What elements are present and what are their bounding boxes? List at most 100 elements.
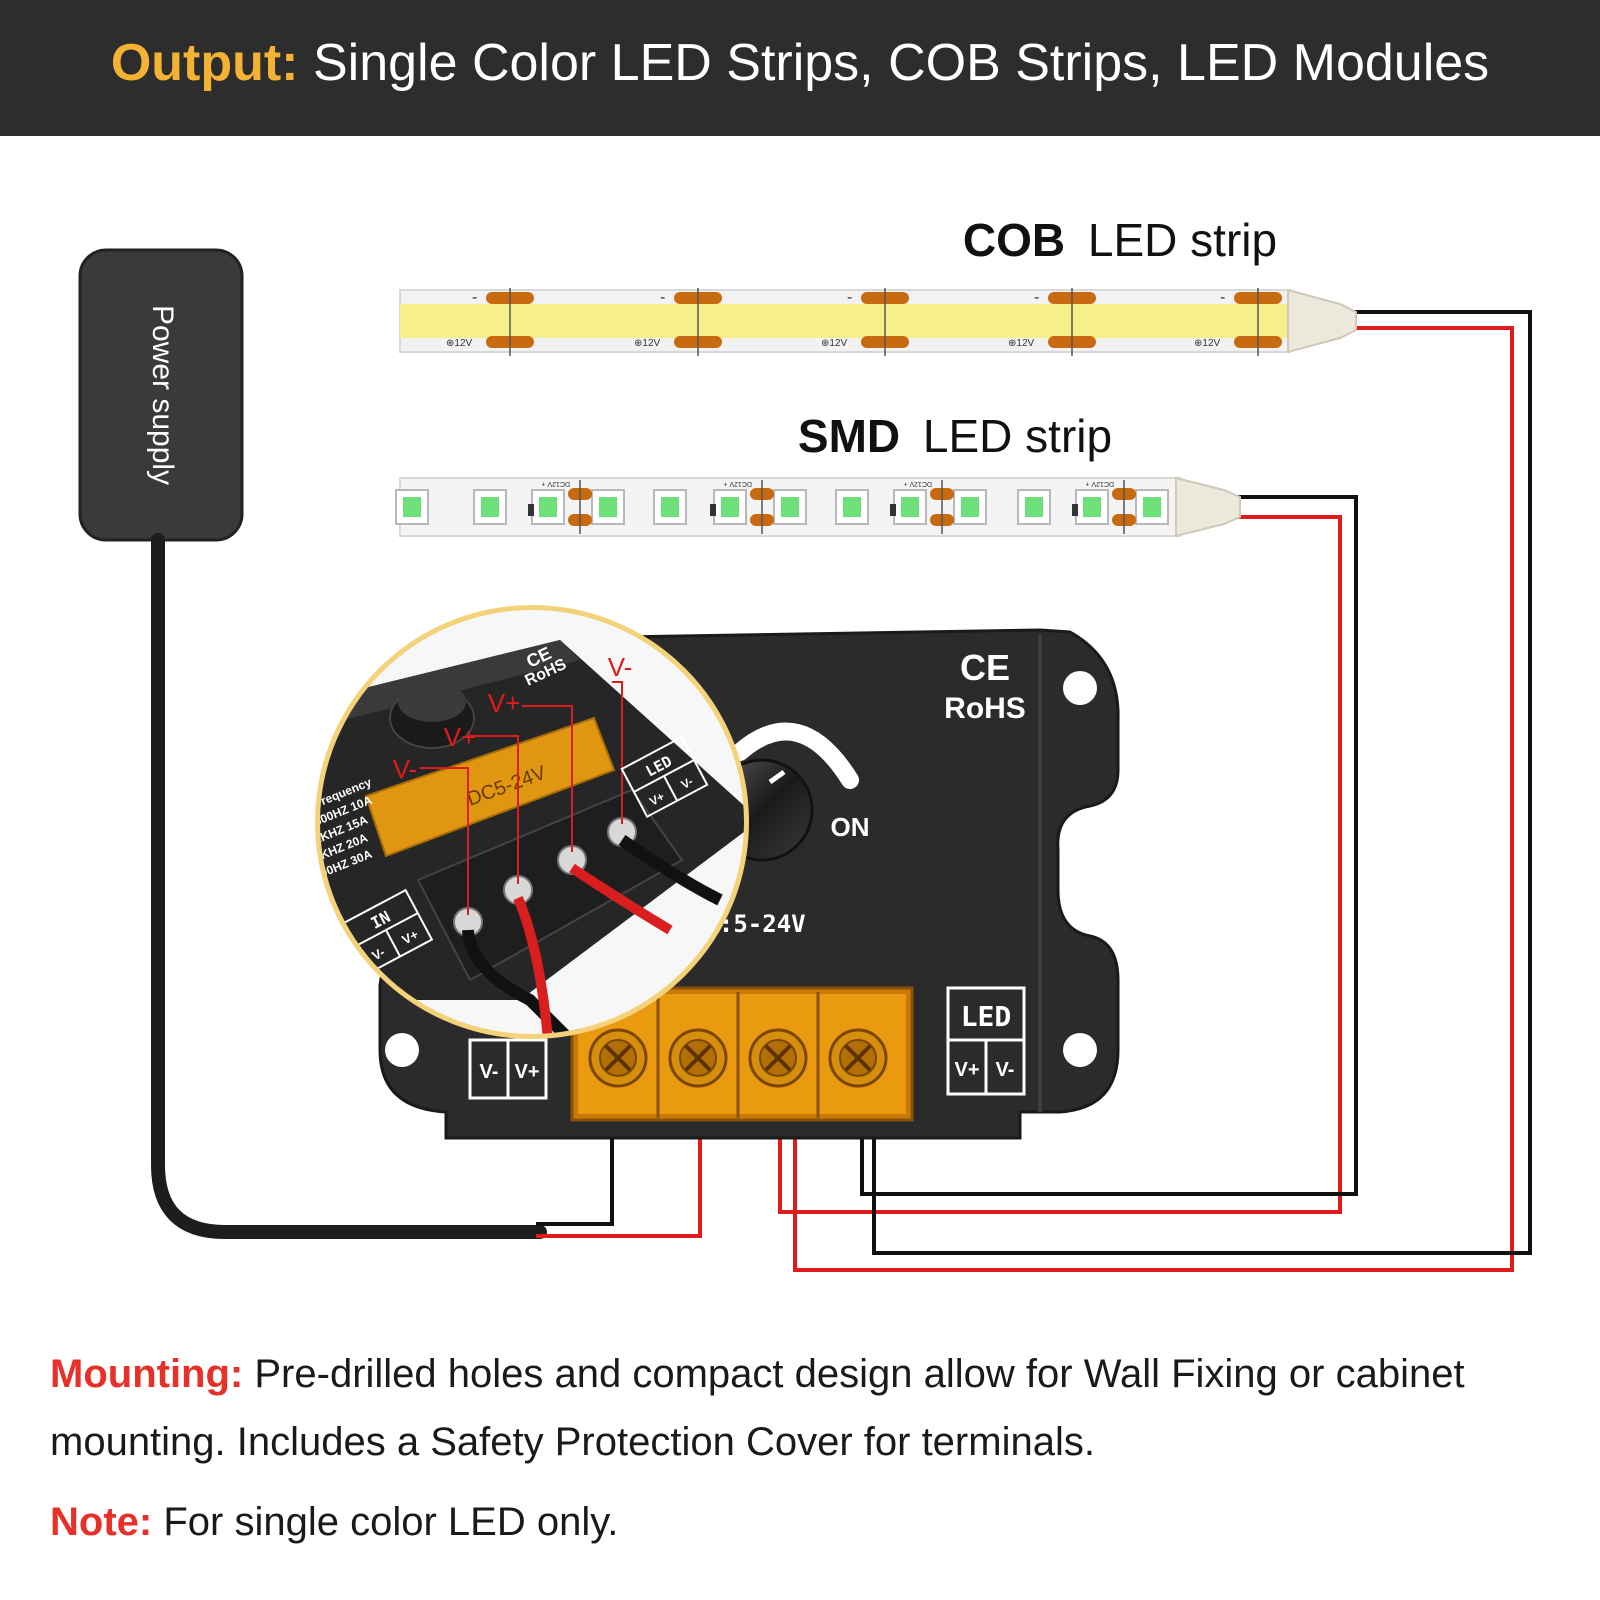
cob-led-strip: COB LED strip - ⊕12V - ⊕12V - ⊕12V - ⊕12V - ⊕12V: [399, 214, 1357, 356]
smd-led: [395, 489, 429, 525]
smd-resistor: [1072, 504, 1078, 516]
input-wire-black: [536, 1128, 614, 1226]
inset-label-vminus-top: V-: [608, 652, 633, 682]
power-supply-label: Power supply: [146, 305, 179, 485]
smd-led: [893, 489, 927, 525]
cob-pads: - ⊕12V - ⊕12V - ⊕12V - ⊕12V - ⊕12V: [446, 288, 1282, 356]
smd-pad-group: DC12V +: [1072, 480, 1136, 534]
smd-pad-marking: DC12V +: [903, 480, 932, 487]
cob-pad-minus: -: [847, 289, 852, 306]
mount-hole-bottom-left: [385, 1033, 419, 1067]
input-vplus: V+: [514, 1061, 539, 1083]
cob-pad-group: - ⊕12V: [446, 288, 534, 356]
header-banner: Output: Single Color LED Strips, COB Str…: [0, 0, 1600, 136]
cob-pad-plus: ⊕12V: [1194, 338, 1221, 349]
terminal-screw[interactable]: [748, 1028, 808, 1088]
cob-end-cap: [1287, 288, 1357, 354]
smd-led: [1135, 489, 1169, 525]
footer: Mounting: Pre-drilled holes and compact …: [50, 1340, 1570, 1556]
cob-wire-black: [872, 310, 1532, 1255]
terminal-screw[interactable]: [828, 1028, 888, 1088]
cob-pad-plus: ⊕12V: [821, 338, 848, 349]
inset-label-vminus-left: V-: [393, 754, 418, 784]
cob-title: COB LED strip: [963, 214, 1277, 266]
smd-title-bold: SMD: [798, 410, 900, 462]
smd-led: [591, 489, 625, 525]
mounting-text: Pre-drilled holes and compact design all…: [50, 1352, 1465, 1464]
smd-led: [473, 489, 507, 525]
dimmer-rohs-mark: RoHS: [944, 692, 1026, 725]
note-text: For single color LED only.: [163, 1500, 619, 1544]
smd-pad-marking: DC12V +: [1085, 480, 1114, 487]
note-label: Note:: [50, 1500, 153, 1544]
smd-led: [653, 489, 687, 525]
inset-label-vplus-top: V+: [488, 688, 521, 718]
smd-led: [953, 489, 987, 525]
smd-led: [531, 489, 565, 525]
smd-leds: DC12V + DC12V + DC12V + DC12V +: [395, 480, 1169, 534]
terminal-screws: [588, 992, 888, 1118]
cob-pad-minus: -: [660, 289, 665, 306]
cob-pad-minus: -: [1220, 289, 1225, 306]
smd-resistor: [528, 504, 534, 516]
cob-pad-group: - ⊕12V: [1008, 288, 1096, 356]
inset-label-vplus-left: V+: [444, 722, 477, 752]
smd-led: [835, 489, 869, 525]
knob-arc: [731, 722, 859, 789]
cob-pad-group: - ⊕12V: [634, 288, 722, 356]
cob-pad-group: - ⊕12V: [1194, 288, 1282, 356]
inset-in-vplus: V+: [399, 926, 421, 947]
terminal-screw[interactable]: [668, 1028, 728, 1088]
mount-hole-top-right: [1063, 671, 1097, 705]
terminal-screw[interactable]: [588, 1028, 648, 1088]
mount-hole-bottom-right: [1063, 1033, 1097, 1067]
input-terminal-label: V- V+: [468, 1038, 548, 1100]
note-paragraph: Note: For single color LED only.: [50, 1488, 1570, 1556]
smd-led: [713, 489, 747, 525]
input-wire-red: [536, 1128, 702, 1238]
cob-title-rest: LED strip: [1088, 214, 1277, 266]
smd-title: SMD LED strip: [798, 410, 1112, 462]
cob-pad-minus: -: [472, 289, 477, 306]
dimmer-ce-mark: CE: [960, 647, 1010, 688]
knob-on-label: ON: [831, 812, 870, 842]
wiring-diagram: Power supply COB LED strip - ⊕12V - ⊕12V - ⊕1…: [78, 214, 1532, 1272]
mounting-label: Mounting:: [50, 1352, 244, 1396]
input-vminus: V-: [480, 1061, 499, 1083]
cob-pad-group: - ⊕12V: [821, 288, 909, 356]
led-terminal-label: LED V+ V-: [946, 986, 1026, 1096]
power-cable: [151, 533, 547, 1239]
power-supply: Power supply: [78, 248, 547, 1239]
cob-title-bold: COB: [963, 214, 1065, 266]
smd-pad-marking: DC12V +: [541, 480, 570, 487]
smd-wire-red: [778, 515, 1342, 1214]
smd-pad-marking: DC12V +: [723, 480, 752, 487]
cob-wire-red: [793, 326, 1514, 1272]
smd-led: [1017, 489, 1051, 525]
smd-led: [773, 489, 807, 525]
cob-pad-minus: -: [1034, 289, 1039, 306]
smd-end-cap: [1175, 476, 1241, 538]
cob-strip-glow: [400, 304, 1290, 338]
wires: [536, 310, 1532, 1272]
led-vplus: V+: [954, 1059, 979, 1081]
knob-indicator: [768, 769, 786, 785]
smd-resistor: [710, 504, 716, 516]
cob-pad-plus: ⊕12V: [634, 338, 661, 349]
output-label: Output:: [110, 34, 299, 92]
led-label: LED: [961, 1000, 1012, 1033]
smd-wire-black: [860, 495, 1358, 1196]
smd-resistor: [890, 504, 896, 516]
led-vminus: V-: [996, 1059, 1015, 1081]
cob-pad-plus: ⊕12V: [1008, 338, 1035, 349]
output-text: Single Color LED Strips, COB Strips, LED…: [312, 34, 1490, 92]
cob-pad-plus: ⊕12V: [446, 338, 473, 349]
inset-closeup: DC5-24V CE RoHS Fre: [315, 605, 749, 1039]
smd-pad-group: DC12V +: [890, 480, 954, 534]
smd-pad-group: DC12V +: [528, 480, 592, 534]
smd-title-rest: LED strip: [923, 410, 1112, 462]
mounting-paragraph: Mounting: Pre-drilled holes and compact …: [50, 1340, 1570, 1476]
smd-led: [1075, 489, 1109, 525]
smd-led-strip: SMD LED strip DC12V +DC12V +DC12V +DC12V…: [395, 410, 1241, 538]
inset-led-vplus: V+: [647, 789, 667, 808]
